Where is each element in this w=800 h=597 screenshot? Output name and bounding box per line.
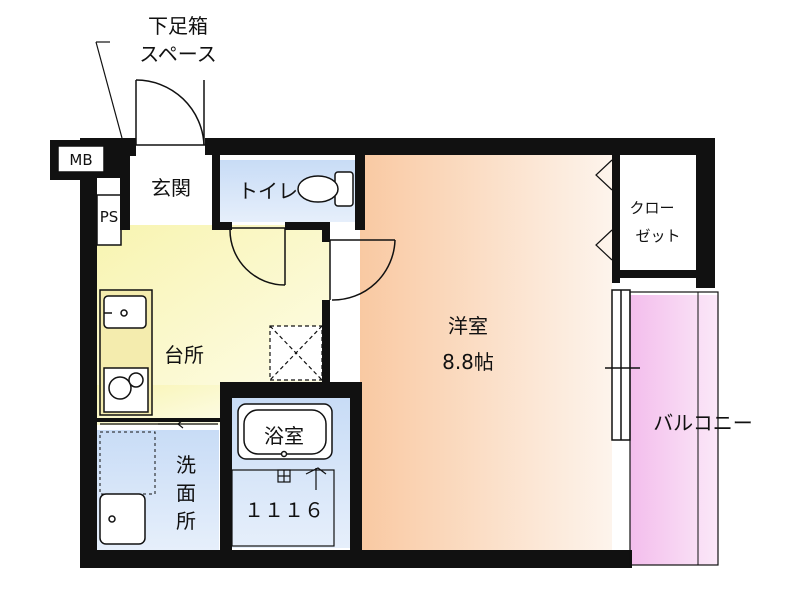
entrance-door xyxy=(135,79,205,146)
ps-label: PS xyxy=(100,208,119,226)
interior-walls xyxy=(97,155,365,552)
balcony-window xyxy=(605,289,640,441)
shoe-storage-label-1: 下足箱 xyxy=(148,14,208,38)
closet-label-2: ゼット xyxy=(635,227,680,245)
western-room-size: 8.8帖 xyxy=(442,350,494,374)
washroom-sliding-door xyxy=(100,419,218,429)
washing-machine-space xyxy=(99,431,156,495)
washroom-label-1: 洗 xyxy=(176,453,196,477)
bathroom-label: 浴室 xyxy=(264,424,304,448)
room-door xyxy=(329,239,396,301)
mb-box xyxy=(57,145,105,173)
kitchen-stove xyxy=(103,367,149,413)
washroom-label-3: 所 xyxy=(176,509,196,533)
washroom-label-2: 面 xyxy=(176,481,196,505)
western-room-fill xyxy=(360,155,612,550)
toilet-label: トイレ xyxy=(238,179,298,203)
toilet-fixture xyxy=(297,171,354,207)
unit-bath-code: １１１６ xyxy=(244,498,324,522)
balcony-fill xyxy=(630,295,718,565)
appliance-space xyxy=(269,325,323,381)
balcony-label: バルコニー xyxy=(653,411,753,435)
entrance-label: 玄関 xyxy=(151,176,191,200)
washroom-basin xyxy=(99,493,146,545)
kitchen-label: 台所 xyxy=(164,343,204,367)
kitchen-sink xyxy=(103,295,147,329)
toilet-door xyxy=(229,227,286,286)
bathtub xyxy=(237,403,333,460)
exterior-walls xyxy=(50,138,715,568)
western-room-label: 洋室 xyxy=(448,314,488,338)
balcony-outline xyxy=(629,291,719,566)
closet-door-marks xyxy=(595,159,613,261)
closet-label-1: クロー xyxy=(629,199,674,217)
shoe-storage-label-2: スペース xyxy=(139,42,217,66)
ps-box xyxy=(96,194,122,246)
shoe-box-pointer xyxy=(95,41,123,139)
closet-fill xyxy=(618,160,696,275)
mb-label: MB xyxy=(69,151,92,169)
shower-fixture xyxy=(277,467,327,490)
